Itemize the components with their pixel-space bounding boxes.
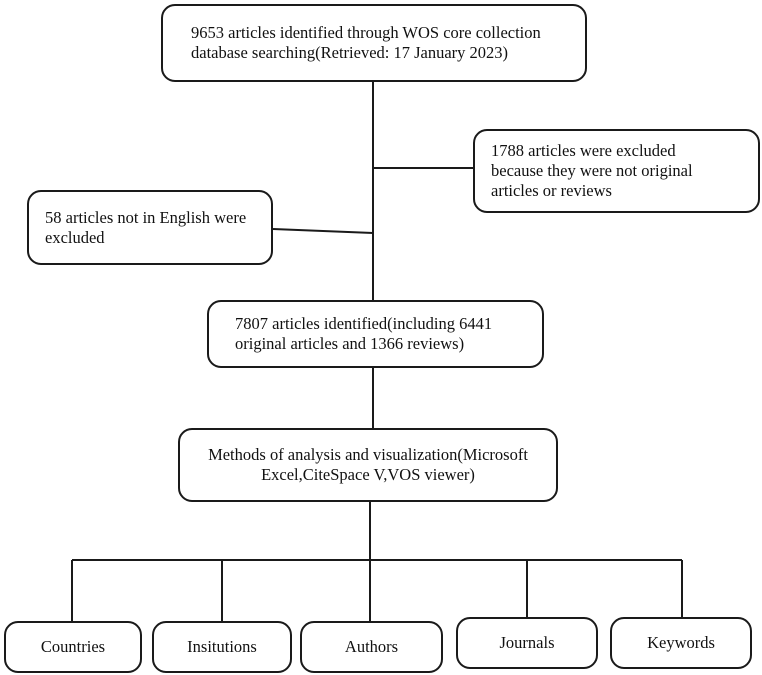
excluded-non-original-line-2: because they were not original <box>491 161 693 180</box>
search-results-box: 9653 articles identified through WOS cor… <box>161 4 587 82</box>
search-results-line-2: database searching(Retrieved: 17 January… <box>191 43 509 62</box>
excluded-non-english-line-1: 58 articles not in English were <box>45 207 247 227</box>
output-box-journals: Journals <box>456 617 598 669</box>
output-box-authors: Authors <box>300 621 443 673</box>
output-label-journals: Journals <box>499 633 555 652</box>
output-label-institutions: Insitutions <box>187 637 257 656</box>
excluded-non-original-line-1: 1788 articles were excluded <box>491 141 676 160</box>
excluded-non-original-line-3: articles or reviews <box>491 181 612 200</box>
identified-articles-box: 7807 articles identified(including 6441 … <box>207 300 544 368</box>
output-label-keywords: Keywords <box>647 633 715 652</box>
search-results-line-1: 9653 articles identified through WOS cor… <box>191 23 541 42</box>
output-label-countries: Countries <box>40 637 106 656</box>
excluded-non-original-box: 1788 articles were excluded because they… <box>473 129 760 213</box>
branch-line-excluded-language <box>272 228 374 234</box>
excluded-non-english-line-2: excluded <box>45 227 105 247</box>
output-box-institutions: Insitutions <box>152 621 292 673</box>
output-label-authors: Authors <box>344 637 399 656</box>
output-box-keywords: Keywords <box>610 617 752 669</box>
analysis-methods-line-1: Methods of analysis and visualization(Mi… <box>208 445 528 464</box>
identified-articles-line-1: 7807 articles identified(including 6441 <box>235 314 493 333</box>
output-box-countries: Countries <box>4 621 142 673</box>
excluded-non-english-box: 58 articles not in English were excluded <box>27 190 273 265</box>
analysis-methods-box: Methods of analysis and visualization(Mi… <box>178 428 558 502</box>
analysis-methods-line-2: Excel,CiteSpace V,VOS viewer) <box>261 465 475 484</box>
identified-articles-line-2: original articles and 1366 reviews) <box>235 334 465 353</box>
